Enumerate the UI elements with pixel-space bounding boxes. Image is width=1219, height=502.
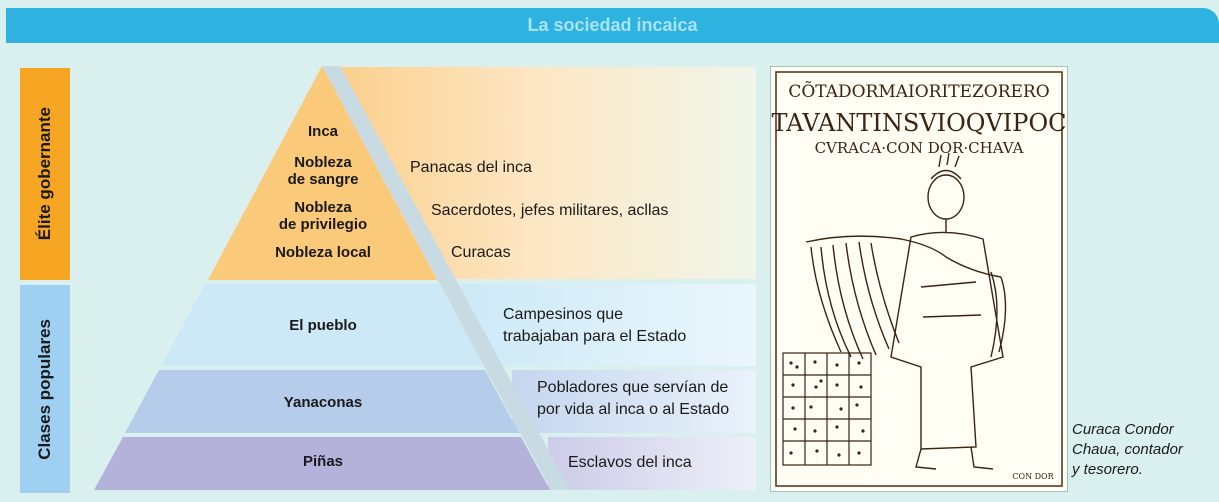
- pyramid-tier-yanaconas: [125, 370, 519, 433]
- desc-pueblo: Campesinos que trabajaban para el Estado: [503, 304, 686, 348]
- illustration-title-line1: CÕTADORMAIORITEZORERO: [788, 81, 1049, 102]
- yupana-grid: [782, 352, 872, 466]
- level-nobleza-local: Nobleza local: [275, 244, 371, 261]
- illustration-caption: Curaca Condor Chaua, contador y tesorero…: [1072, 420, 1217, 480]
- illustration-title-line3: CVRACA·CON DOR·CHAVA: [815, 139, 1024, 157]
- level-nobleza-privilegio: Nobleza de privilegio: [253, 199, 393, 233]
- desc-yanaconas: Pobladores que servían de por vida al in…: [537, 377, 729, 421]
- nobleza-sangre-line2: de sangre: [287, 171, 359, 188]
- curaca-illustration: CÕTADORMAIORITEZORERO TAVANTINSVIOQVIPOC…: [770, 66, 1068, 492]
- caption-line1: Curaca Condor: [1072, 421, 1174, 438]
- desc-yanaconas-line2: por vida al inca o al Estado: [537, 401, 730, 418]
- desc-pueblo-line1: Campesinos que: [503, 306, 624, 323]
- diagram-title: La sociedad incaica: [527, 15, 698, 35]
- level-yanaconas: Yanaconas: [283, 394, 363, 411]
- curaca-figure: [805, 152, 1007, 470]
- curaca-drawing: CÕTADORMAIORITEZORERO TAVANTINSVIOQVIPOC…: [772, 71, 1067, 487]
- pueblo-description-band: [455, 284, 756, 366]
- yupana-dots: [789, 360, 865, 457]
- pyramid-shadow: [322, 66, 570, 490]
- caption-line3: y tesorero.: [1072, 461, 1143, 478]
- level-el-pueblo: El pueblo: [289, 317, 357, 334]
- illustration-title-line2: TAVANTINSVIOQVIPOC: [772, 109, 1067, 137]
- level-nobleza-sangre: Nobleza de sangre: [253, 154, 393, 188]
- level-pinas: Piñas: [302, 453, 344, 470]
- desc-curacas: Curacas: [451, 244, 511, 261]
- nobleza-privilegio-line2: de privilegio: [278, 216, 368, 233]
- pinas-description-band: [548, 437, 756, 490]
- caption-line2: Chaua, contador: [1072, 441, 1183, 458]
- yanaconas-description-band: [512, 370, 756, 433]
- title-bar: La sociedad incaica: [6, 8, 1219, 43]
- level-inca: Inca: [307, 123, 338, 140]
- pyramid-tier-pueblo: [161, 284, 483, 366]
- popular-side-label: Clases populares: [20, 285, 70, 493]
- desc-yanaconas-line1: Pobladores que servían de: [537, 379, 729, 396]
- pyramid-tier-pinas: [94, 437, 550, 490]
- elite-side-label: Élite gobernante: [20, 68, 70, 280]
- desc-sacerdotes: Sacerdotes, jefes militares, acllas: [431, 202, 669, 219]
- desc-pinas: Esclavos del inca: [568, 454, 692, 471]
- illustration-signature: CON DOR: [1012, 472, 1054, 481]
- nobleza-sangre-line1: Nobleza: [294, 154, 352, 171]
- desc-panacas: Panacas del inca: [410, 159, 532, 176]
- desc-pueblo-line2: trabajaban para el Estado: [503, 328, 687, 345]
- pyramid-tier-elite: [208, 66, 437, 280]
- nobleza-privilegio-line1: Nobleza: [294, 199, 352, 216]
